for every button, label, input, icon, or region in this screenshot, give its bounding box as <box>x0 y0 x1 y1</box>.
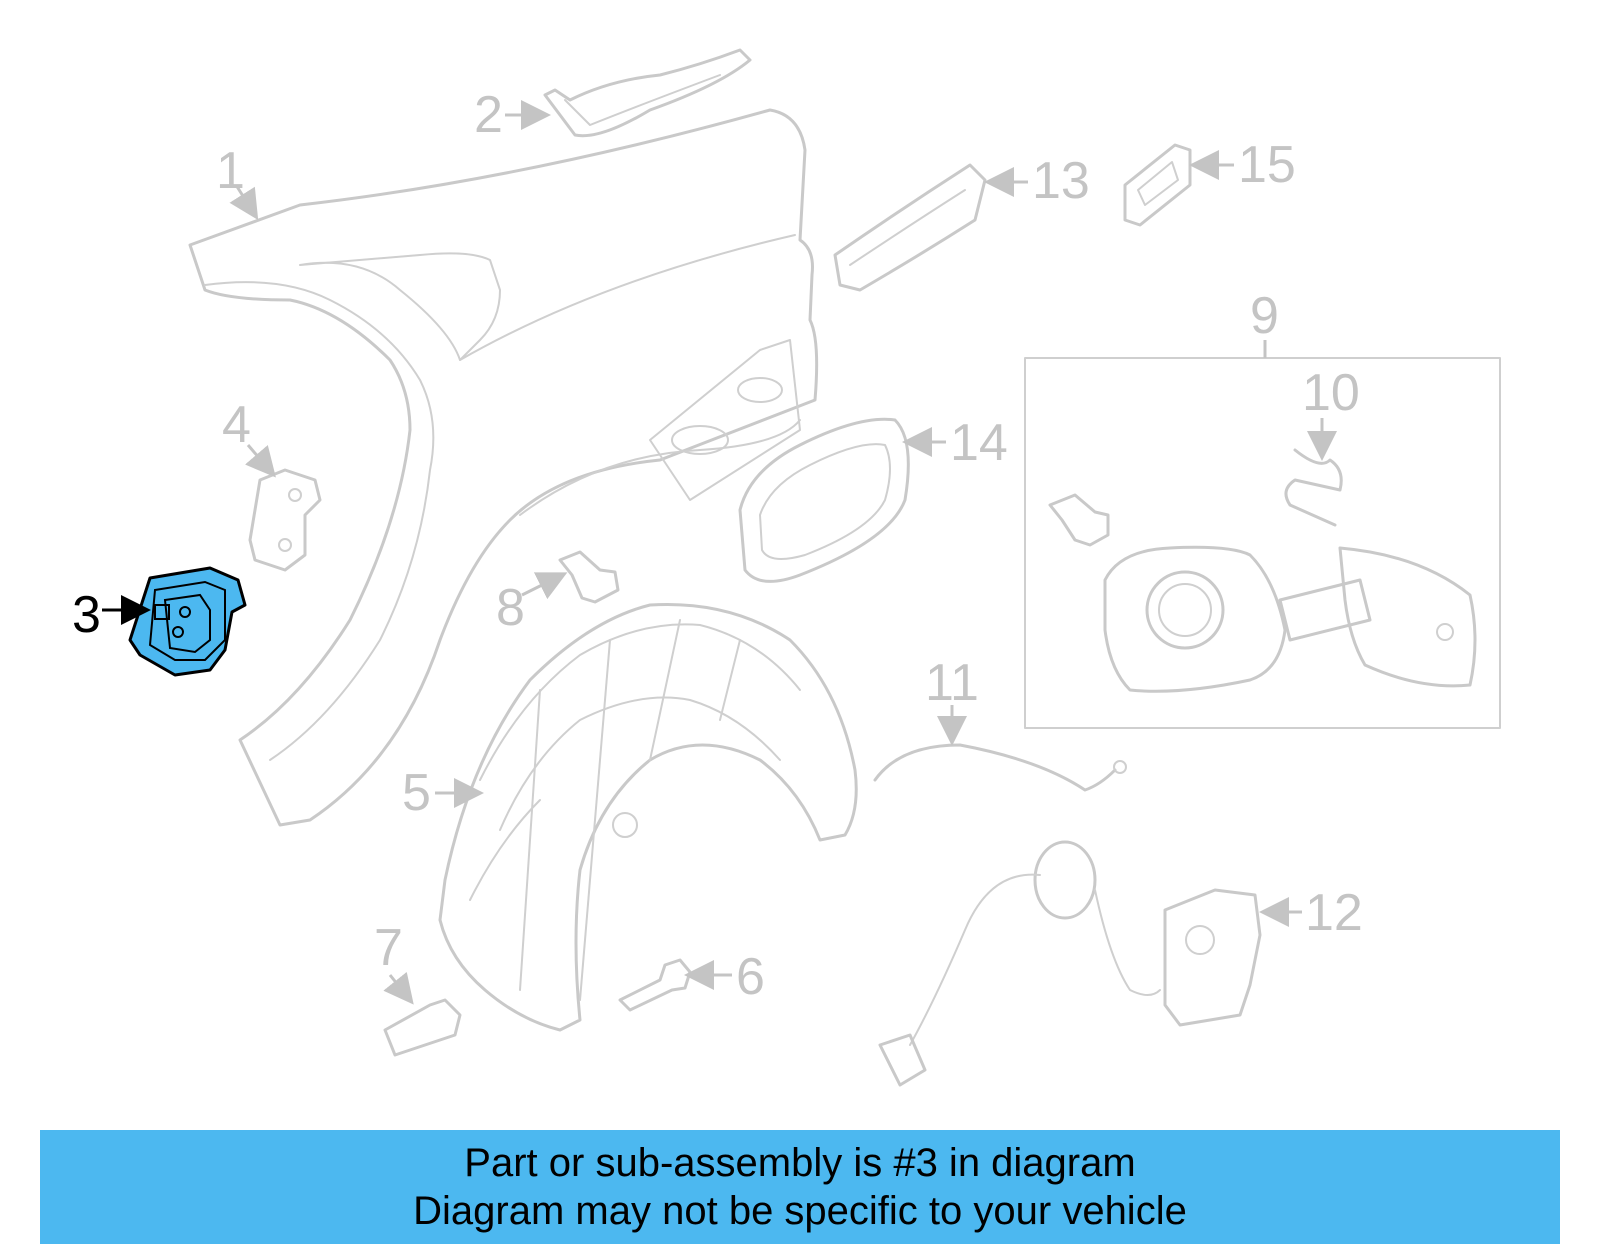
seal-part-15 <box>1123 143 1192 227</box>
cable-part-11 <box>873 743 1127 792</box>
svg-text:6: 6 <box>736 948 765 1006</box>
svg-text:13: 13 <box>1032 152 1090 210</box>
svg-text:2: 2 <box>474 86 503 144</box>
svg-text:3: 3 <box>72 586 101 644</box>
callout-15: 15 <box>1189 136 1296 194</box>
callout-9: 9 <box>1250 287 1279 345</box>
callout-8: 8 <box>496 572 568 637</box>
screw-part-6 <box>618 958 692 1012</box>
actuator-part-12 <box>878 840 1262 1087</box>
trim-strip-part-13 <box>833 163 987 292</box>
svg-text:14: 14 <box>950 414 1008 472</box>
push-clip-part-7 <box>383 998 462 1057</box>
banner-line-part-info: Part or sub-assembly is #3 in diagram <box>464 1141 1136 1185</box>
callout-10: 10 <box>1302 364 1360 461</box>
callout-4: 4 <box>222 396 276 478</box>
callout-11: 11 <box>925 654 979 746</box>
callout-14: 14 <box>902 414 1008 472</box>
quarter-panel-part-1 <box>188 108 819 827</box>
wheel-liner-part-5 <box>438 602 858 1032</box>
highlighted-part-3 <box>128 566 247 677</box>
svg-text:7: 7 <box>374 919 403 977</box>
svg-text:5: 5 <box>402 764 431 822</box>
banner-line-disclaimer: Diagram may not be specific to your vehi… <box>413 1189 1187 1233</box>
plate-part-4 <box>248 468 322 572</box>
fuel-door-housing-part-14 <box>738 417 910 583</box>
callout-3: 3 <box>72 586 151 644</box>
svg-text:11: 11 <box>925 654 979 712</box>
svg-text:9: 9 <box>1250 287 1279 345</box>
svg-text:15: 15 <box>1238 136 1296 194</box>
callout-12: 12 <box>1259 884 1363 942</box>
callout-1: 1 <box>216 142 259 221</box>
bracket-part-2 <box>543 48 752 138</box>
fuel-door-assembly-box-part-9 <box>1024 340 1501 729</box>
callout-2: 2 <box>474 86 551 144</box>
svg-text:10: 10 <box>1302 364 1360 422</box>
parts-diagram: 1 2 3 4 5 6 7 8 9 10 11 12 <box>72 48 1501 1087</box>
svg-text:4: 4 <box>222 396 251 454</box>
callout-6: 6 <box>684 948 765 1006</box>
callout-13: 13 <box>984 152 1090 210</box>
clip-part-8 <box>558 550 620 604</box>
callout-7: 7 <box>374 919 414 1005</box>
callout-5: 5 <box>402 764 484 822</box>
svg-text:12: 12 <box>1305 884 1363 942</box>
info-banner: Part or sub-assembly is #3 in diagram Di… <box>40 1130 1560 1244</box>
svg-text:8: 8 <box>496 579 525 637</box>
